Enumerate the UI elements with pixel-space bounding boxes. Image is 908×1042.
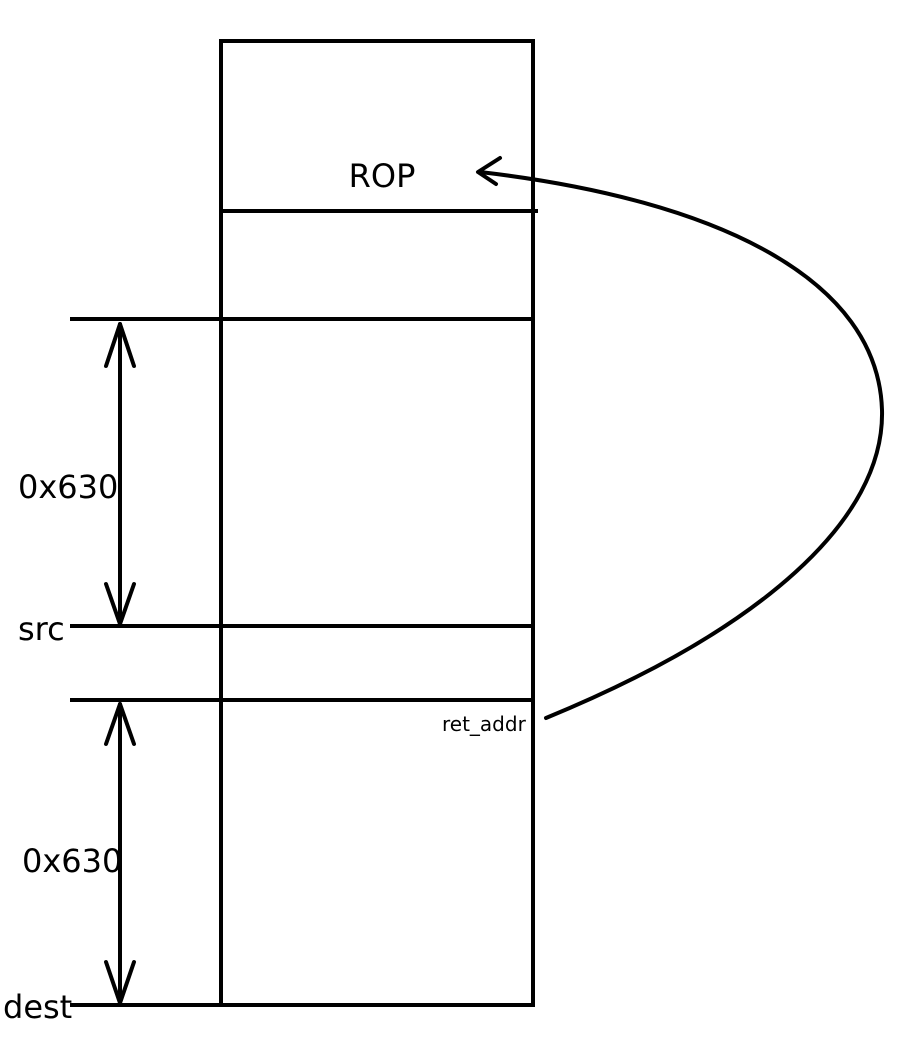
upper-size-arrow <box>104 322 136 626</box>
ret-addr-label: ret_addr <box>442 712 527 736</box>
rop-label: ROP <box>349 157 416 195</box>
src-label: src <box>18 610 65 648</box>
stack-column <box>219 39 535 1007</box>
upper-size-label: 0x630 <box>18 468 118 506</box>
ret-to-rop-arrow <box>476 156 885 720</box>
dest-label: dest <box>3 988 72 1026</box>
lower-size-label: 0x630 <box>22 842 122 880</box>
lower-size-arrow <box>104 702 136 1005</box>
